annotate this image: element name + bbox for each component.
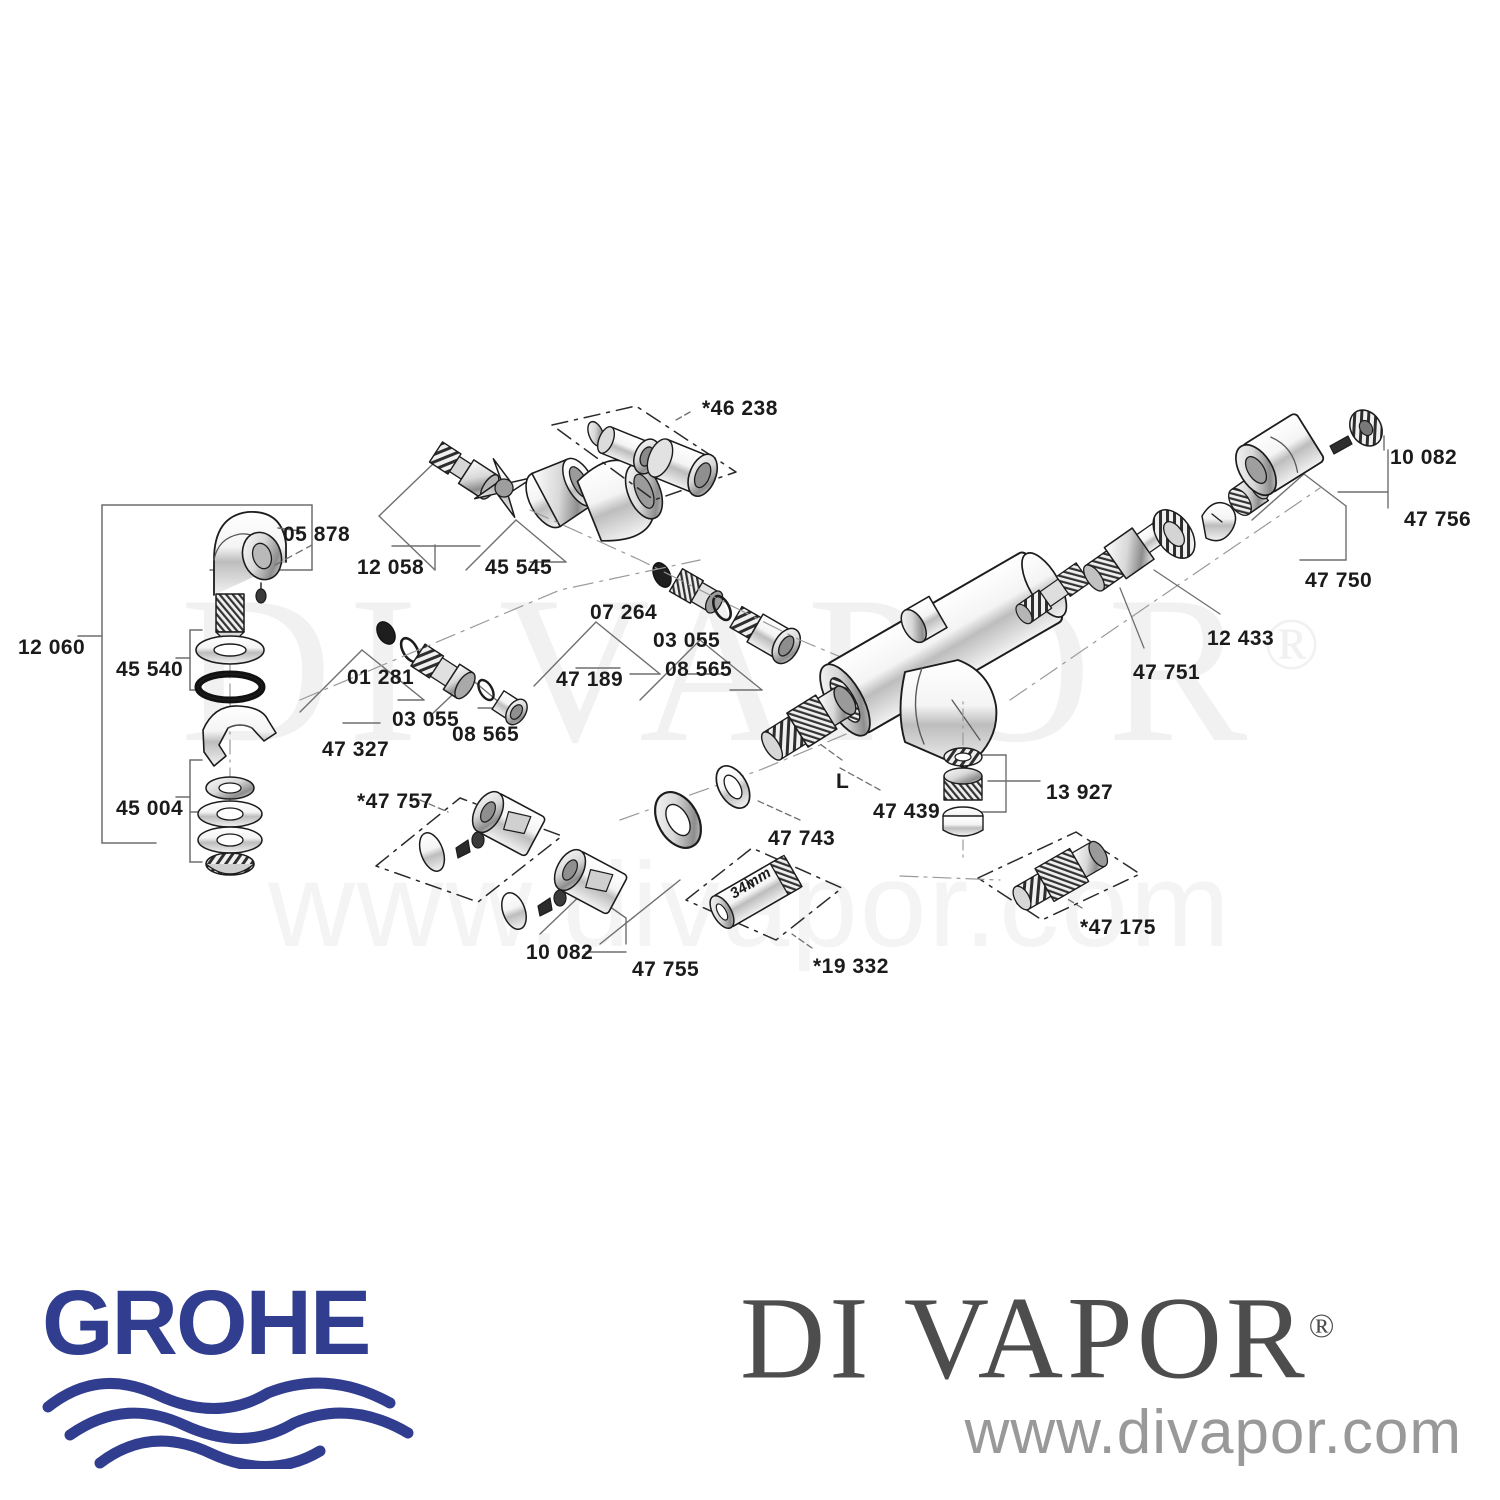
- part-label-01281: 01 281: [347, 666, 415, 689]
- part-label-08565-center: 08 565: [665, 658, 733, 681]
- divapor-registered: ®: [1308, 1308, 1335, 1345]
- part-label-13927: 13 927: [1046, 781, 1114, 804]
- part-label-19332: *19 332: [813, 955, 889, 978]
- part-label-46238: *46 238: [702, 397, 778, 420]
- part-label-47755: 47 755: [632, 958, 700, 981]
- footer-logos: GROHE DI VAPOR® www.divapor.com: [0, 1255, 1500, 1500]
- grohe-wordmark: GROHE: [42, 1272, 371, 1374]
- part-label-47743: 47 743: [768, 827, 836, 850]
- part-label-47751: 47 751: [1133, 661, 1201, 684]
- part-label-47439: 47 439: [873, 800, 941, 823]
- part-label-45545: 45 545: [485, 556, 553, 579]
- part-label-47175: *47 175: [1080, 916, 1156, 939]
- part-label-08565-left: 08 565: [452, 723, 520, 746]
- part-label-L: L: [836, 770, 850, 793]
- part-label-12433: 12 433: [1207, 627, 1275, 650]
- divapor-wordmark-text: DI VAPOR: [740, 1272, 1309, 1404]
- part-label-03055-left: 03 055: [392, 708, 460, 731]
- part-label-47327: 47 327: [322, 738, 390, 761]
- part-label-05878: 05 878: [283, 523, 351, 546]
- divapor-wordmark: DI VAPOR®: [740, 1265, 1480, 1400]
- grohe-waves-icon: [42, 1377, 414, 1472]
- part-label-47189: 47 189: [556, 668, 624, 691]
- divapor-logo: DI VAPOR® www.divapor.com: [740, 1265, 1480, 1490]
- exploded-parts-illustration: [77, 405, 1389, 953]
- part-label-10082-lower: 10 082: [526, 941, 594, 964]
- grohe-logo: GROHE: [38, 1275, 438, 1475]
- part-label-47756: 47 756: [1404, 508, 1472, 531]
- divapor-url: www.divapor.com: [964, 1398, 1462, 1468]
- part-label-47757: *47 757: [357, 790, 433, 813]
- part-label-47750: 47 750: [1305, 569, 1373, 592]
- part-label-12060: 12 060: [18, 636, 86, 659]
- part-label-45004: 45 004: [116, 797, 184, 820]
- part-label-45540: 45 540: [116, 658, 184, 681]
- part-label-07264: 07 264: [590, 601, 658, 624]
- part-label-03055-center: 03 055: [653, 629, 721, 652]
- part-label-12058: 12 058: [357, 556, 425, 579]
- part-label-10082-upper: 10 082: [1390, 446, 1458, 469]
